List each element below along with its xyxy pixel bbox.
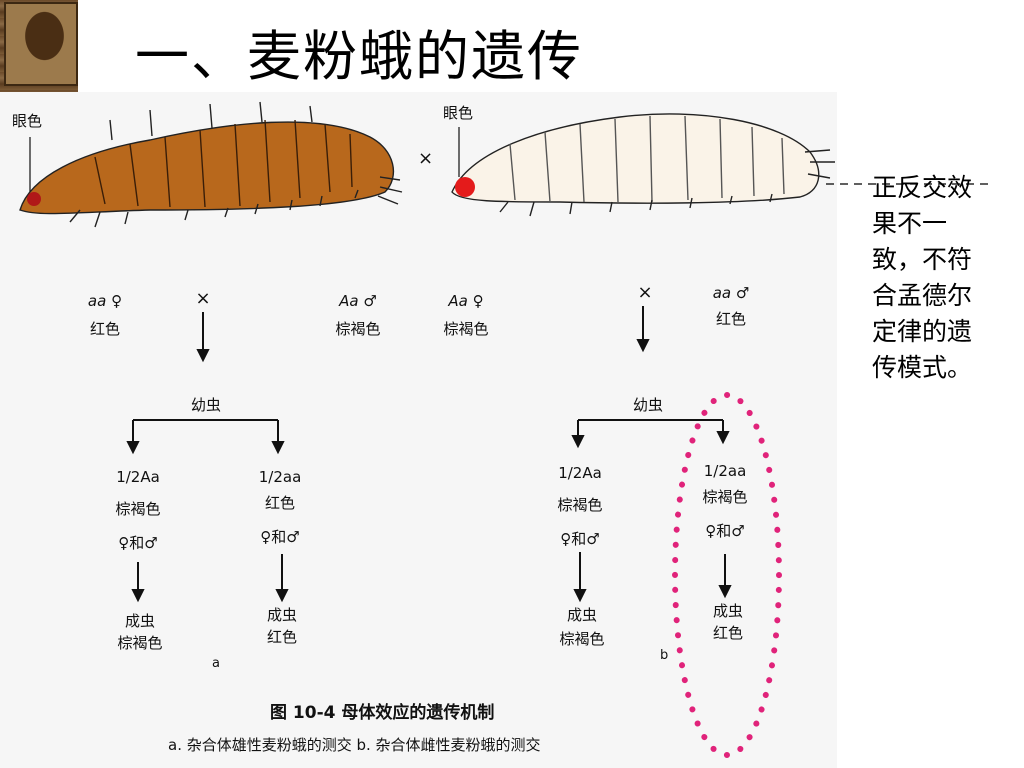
cross-b-female-genotype: Aa ♀ [448,292,484,310]
highlight-ellipse [672,392,782,758]
cross-a-right-adult: 成虫 [266,606,298,624]
cross-b-offspring-label: 幼虫 [632,396,664,414]
cross-a-right-ratio: 1/2aa [258,468,302,486]
cross-b-left-adult: 成虫 [566,606,598,624]
cross-b-arrows [571,306,732,603]
cross-b-male-phenotype: 红色 [715,310,747,328]
genetics-figure: 眼色 眼色 × aa ♀ 红色 × Aa ♂ 棕褐色 幼虫 1/2Aa 棕褐色 … [0,92,837,768]
cross-b-female-phenotype: 棕褐色 [443,320,489,338]
cross-a-right-phenotype: 红色 [264,494,296,512]
left-eye-color-label: 眼色 [12,112,43,130]
panel-label-b: b [660,648,669,663]
cross-b-right-phenotype: 棕褐色 [702,488,748,506]
cross-a-male-genotype: Aa ♂ [339,292,377,310]
cross-b-right-sex: ♀和♂ [705,522,745,540]
figure-caption-title: 图 10-4 母体效应的遗传机制 [270,703,495,723]
cross-a-left-adult-phenotype: 棕褐色 [117,634,163,652]
red-eye-spot [455,177,475,197]
cross-b-left-adult-phenotype: 棕褐色 [559,630,605,648]
cross-a-male-phenotype: 棕褐色 [335,320,381,338]
figure-drawing [19,101,835,758]
cross-a-left-ratio: 1/2Aa [116,468,160,486]
cross-b-cross-symbol: × [637,282,653,303]
cross-b-male-genotype: aa ♂ [712,284,750,302]
cross-b-right-adult: 成虫 [712,602,744,620]
dark-eye-spot [27,192,41,206]
cross-a-female-phenotype: 红色 [89,320,121,338]
panel-label-a: a [212,656,220,671]
cross-a-left-phenotype: 棕褐色 [115,500,161,518]
cross-b-right-adult-phenotype: 红色 [712,624,744,642]
cross-a-cross-symbol: × [195,288,211,309]
figure-caption-subtitle: a. 杂合体雄性麦粉蛾的测交 b. 杂合体雌性麦粉蛾的测交 [168,736,541,754]
cross-b-left-sex: ♀和♂ [560,530,600,548]
right-eye-color-label: 眼色 [443,104,474,122]
cross-a-left-sex: ♀和♂ [118,534,158,552]
side-note-text: 正反交效果不一致，不符合孟德尔定律的遗传模式。 [872,173,973,382]
cross-a-female-genotype: aa ♀ [87,292,123,310]
cross-a-offspring-label: 幼虫 [190,396,222,414]
pale-larva-illustration [451,113,835,217]
brown-larva-illustration [19,101,403,228]
dashed-connector [826,183,994,185]
decorative-tile [4,2,78,86]
cross-b-left-phenotype: 棕褐色 [557,496,603,514]
cross-a-left-adult: 成虫 [124,612,156,630]
cross-b-left-ratio: 1/2Aa [558,464,602,482]
slide-title: 一、麦粉蛾的遗传 [135,25,583,88]
cross-b-right-ratio: 1/2aa [703,462,747,480]
cross-a-right-adult-phenotype: 红色 [266,628,298,646]
larva-cross-symbol: × [418,148,434,169]
cross-a-arrows [126,312,289,603]
cross-a-right-sex: ♀和♂ [260,528,300,546]
